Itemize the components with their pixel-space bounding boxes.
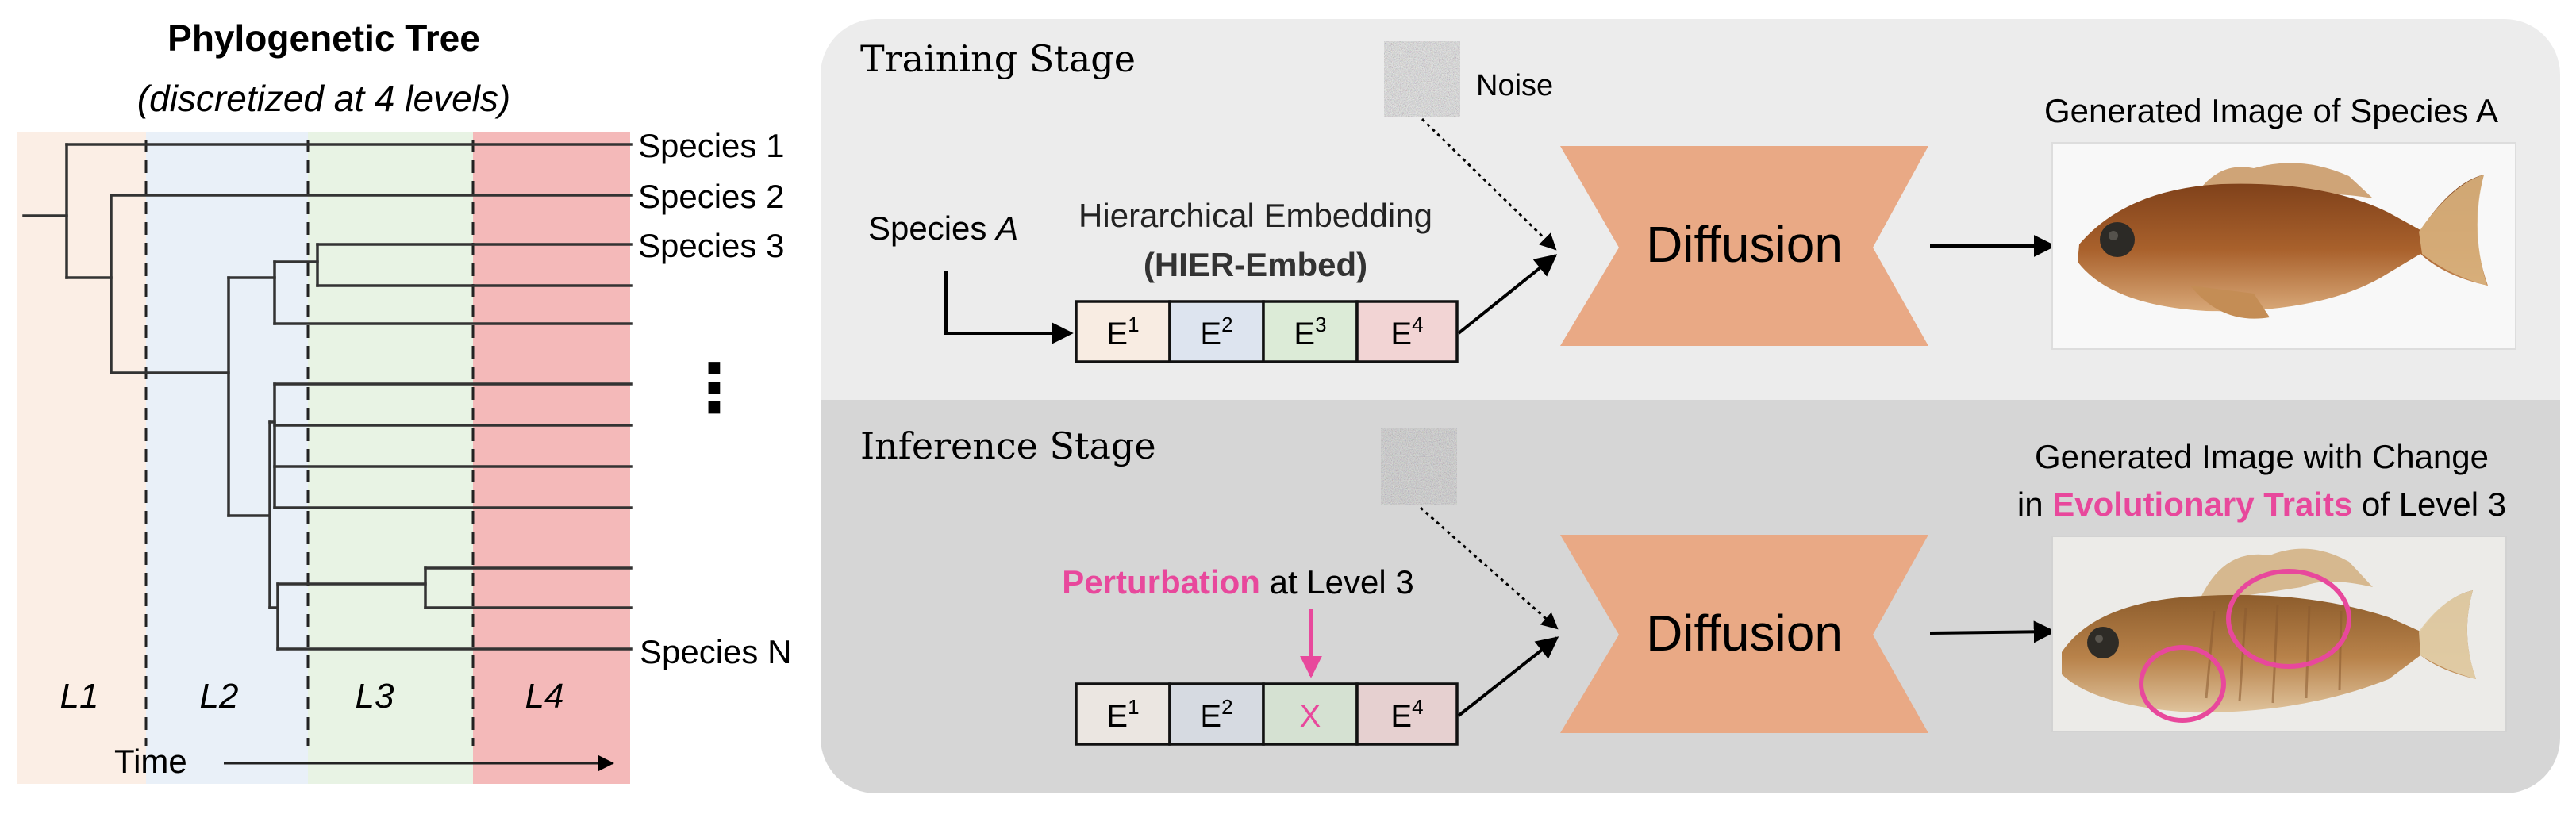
- embed-cell-4-base: E: [1390, 317, 1412, 351]
- training-output-caption: Generated Image of Species A: [2044, 92, 2498, 129]
- embed-cell-2: [1168, 300, 1265, 363]
- embed-name: (HIER-Embed): [1144, 246, 1367, 283]
- embed-cell-4: [1355, 300, 1459, 363]
- noise-image-training: [1384, 41, 1460, 117]
- embed-cell-1-base: E: [1106, 317, 1128, 351]
- embed-cell-3-base: E: [1294, 317, 1315, 351]
- embed-cell-3-sup: 3: [1315, 313, 1326, 336]
- noise-arrow-training: [1421, 117, 1557, 251]
- inference-stage: Inference Stage Perturbation at Level 3 …: [860, 424, 2507, 746]
- infer-cell-3-base: X: [1300, 699, 1321, 734]
- diffusion-block-training: [1560, 146, 1928, 346]
- perturbation-rest: at Level 3: [1260, 563, 1414, 601]
- generated-fish-image-training: [2051, 142, 2516, 350]
- embed-cell-1-text: E1: [1106, 313, 1139, 351]
- diffusion-label-inference: Diffusion: [1646, 605, 1843, 662]
- caption-prefix: in: [2017, 486, 2052, 523]
- caption-suffix: of Level 3: [2352, 486, 2506, 523]
- embed-cell-2-base: E: [1200, 317, 1221, 351]
- time-axis-label: Time: [114, 743, 187, 780]
- inference-caption-line1: Generated Image with Change: [2035, 438, 2489, 475]
- embed-cell-2-text: E2: [1200, 313, 1232, 351]
- tree-subtitle: (discretized at 4 levels): [137, 78, 510, 119]
- noise-image-inference: [1381, 428, 1457, 505]
- level-band-l3: [308, 132, 473, 784]
- infer-cell-2: [1168, 682, 1265, 746]
- embed-cell-1-sup: 1: [1128, 313, 1139, 336]
- infer-cell-4-text: E4: [1390, 695, 1423, 734]
- caption-highlight: Evolutionary Traits: [2052, 486, 2352, 523]
- species-label-2: Species 2: [638, 178, 784, 215]
- embed-to-diffusion-arrow-training: [1457, 254, 1558, 335]
- embedding-cells-training: E1 E2 E3 E4: [1075, 300, 1459, 363]
- tree-branches: [22, 143, 633, 651]
- infer-cell-1: [1075, 682, 1171, 746]
- perturbation-word: Perturbation: [1062, 563, 1260, 601]
- embed-cell-2-sup: 2: [1221, 313, 1232, 336]
- phylo-tree-panel: Phylogenetic Tree (discretized at 4 leve…: [17, 17, 791, 784]
- embed-cell-4-text: E4: [1390, 313, 1423, 351]
- infer-cell-2-text: E2: [1200, 695, 1232, 734]
- inference-stage-title: Inference Stage: [860, 424, 1156, 467]
- species-ellipsis: ⋮: [681, 351, 748, 425]
- infer-cell-1-base: E: [1106, 699, 1128, 734]
- embed-cell-3-text: E3: [1294, 313, 1326, 351]
- species-label-1: Species 1: [638, 127, 784, 164]
- infer-cell-4-sup: 4: [1412, 695, 1423, 719]
- level-band-l2: [146, 132, 308, 784]
- infer-cell-2-sup: 2: [1221, 695, 1232, 719]
- level-label-l4: L4: [525, 677, 564, 716]
- embed-cell-1: [1075, 300, 1171, 363]
- infer-cell-1-text: E1: [1106, 695, 1139, 734]
- infer-cell-4-base: E: [1390, 699, 1412, 734]
- species-input-label: Species A: [868, 209, 1018, 247]
- inference-caption-line2: in Evolutionary Traits of Level 3: [2017, 486, 2506, 523]
- species-label-n: Species N: [640, 633, 791, 670]
- perturbation-label: Perturbation at Level 3: [1062, 563, 1414, 601]
- noise-label: Noise: [1476, 69, 1553, 102]
- level-band-l4: [473, 132, 630, 784]
- embed-to-diffusion-arrow-inference: [1457, 636, 1559, 717]
- infer-cell-1-sup: 1: [1128, 695, 1139, 719]
- noise-arrow-inference: [1420, 506, 1559, 630]
- species-input-prefix: Species: [868, 209, 996, 247]
- infer-cell-2-base: E: [1200, 699, 1221, 734]
- species-label-3: Species 3: [638, 227, 784, 264]
- level-band-l1: [17, 132, 146, 784]
- infer-cell-4: [1355, 682, 1459, 746]
- panel-join: [821, 400, 2560, 463]
- training-stage-title: Training Stage: [860, 37, 1136, 80]
- species-input-letter: A: [994, 209, 1018, 247]
- infer-cell-3: [1262, 682, 1359, 746]
- infer-cell-3-text: X: [1300, 699, 1321, 734]
- embedding-cells-inference: E1 E2 X E4: [1075, 682, 1459, 746]
- embed-title: Hierarchical Embedding: [1078, 197, 1432, 234]
- level-label-l2: L2: [200, 677, 239, 716]
- diffusion-output-arrow-inference: [1929, 620, 2056, 643]
- tree-title: Phylogenetic Tree: [167, 17, 480, 59]
- diffusion-block-inference: [1560, 535, 1928, 733]
- level-label-l3: L3: [356, 677, 394, 716]
- species-input-arrow: [944, 271, 1074, 344]
- diffusion-label-training: Diffusion: [1646, 216, 1843, 273]
- level-label-l1: L1: [60, 677, 99, 716]
- trait-highlight-circle-large: [2226, 569, 2351, 669]
- embed-cell-4-sup: 4: [1412, 313, 1423, 336]
- trait-highlight-circle-small: [2139, 645, 2226, 723]
- generated-fish-image-inference: [2051, 536, 2507, 732]
- training-stage: Training Stage Noise Species A Hierarchi…: [860, 37, 2516, 363]
